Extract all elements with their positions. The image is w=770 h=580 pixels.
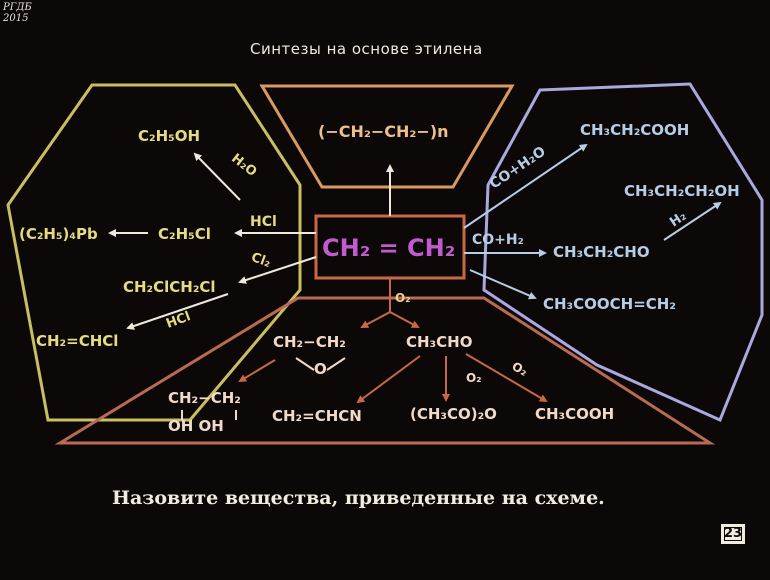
acetaldehyde-formula: CH₃CHO [406,333,473,351]
ethylene-oxide-formula: CH₂−CH₂ [273,333,346,351]
vinyl-chloride-formula: CH₂=CHCl [36,332,119,350]
right-frame [482,82,764,423]
acetic-anhydride-formula: (CH₃CO)₂O [410,405,497,423]
label-o2-a: O₂ [466,371,482,385]
glycol-formula: CH₂−CH₂ [168,389,241,407]
propanal-formula: CH₃CH₂CHO [553,243,650,261]
label-o2-center: O₂ [395,291,411,305]
ethyl-chloride-formula: C₂H₅Cl [158,225,211,243]
dichloroethane-formula: CH₂ClCH₂Cl [123,278,216,296]
polymer-formula: (−CH₂−CH₂−)n [318,122,449,141]
glycol-hydroxyls: OH OH [168,417,224,435]
top-frame [259,84,515,189]
butanol-formula: CH₃CH₂CH₂OH [624,182,740,200]
ethylene-formula: CH₂ = CH₂ [322,234,456,262]
propionic-acid-formula: CH₃CH₂COOH [580,121,690,139]
watermark: РГДБ 2015 [3,2,32,24]
slide-number-badge: 23 [721,524,745,544]
scheme-title: Синтезы на основе этилена [250,40,483,58]
question-text: Назовите вещества, приведенные на схеме. [112,487,605,509]
bottom-frame [54,296,716,445]
ethylene-oxide-oxygen: O [314,360,327,378]
label-hcl-1: HCl [250,214,277,230]
left-frame [6,83,302,422]
label-co-h2: CO+H₂ [472,232,524,248]
center-frame [314,214,466,280]
watermark-line1: РГДБ [3,2,32,13]
vinyl-acetate-formula: CH₃COOCH=CH₂ [543,295,676,313]
tetraethyl-lead-formula: (C₂H₅)₄Pb [19,225,98,243]
watermark-line2: 2015 [3,13,29,24]
acrylonitrile-formula: CH₂=CHCN [272,407,362,425]
slide-number: 23 [723,526,743,541]
ethanol-formula: C₂H₅OH [138,127,201,145]
acetic-acid-formula: CH₃COOH [535,405,615,423]
